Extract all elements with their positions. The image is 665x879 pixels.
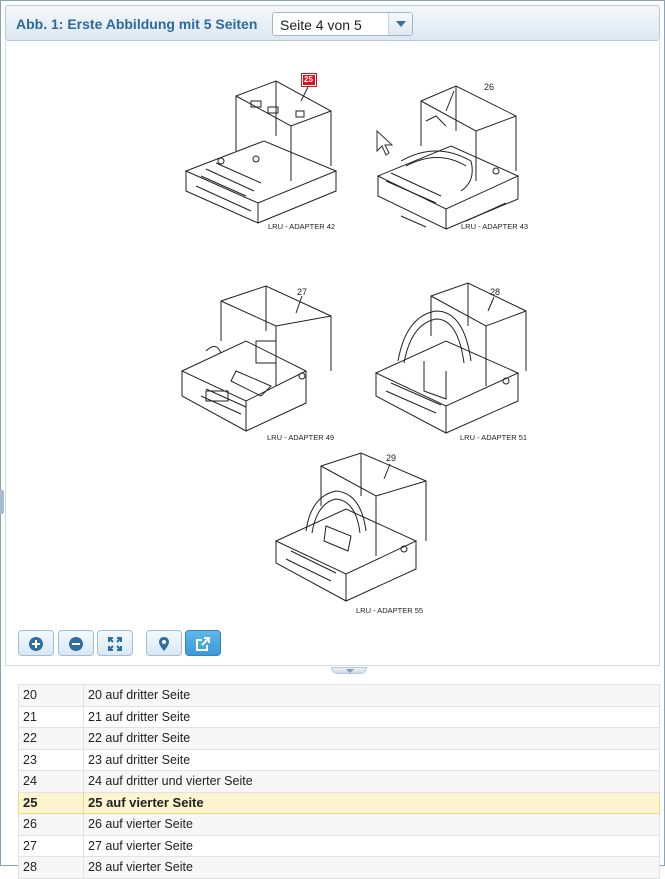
callout-leader-27 — [295, 295, 303, 314]
callout-leader-28 — [487, 296, 495, 312]
map-marker-icon — [159, 637, 169, 651]
external-link-icon — [196, 637, 210, 651]
drawing-adapter-42 — [184, 80, 338, 224]
caption-adapter-55: LRU - ADAPTER 55 — [356, 606, 424, 615]
callout-leader-29 — [383, 463, 391, 480]
pane-splitter[interactable] — [5, 666, 660, 676]
position-number-cell: 20 — [18, 684, 84, 707]
description-cell: 21 auf dritter Seite — [83, 705, 660, 728]
caption-adapter-43: LRU - ADAPTER 43 — [461, 222, 529, 231]
description-cell: 24 auf dritter und vierter Seite — [83, 770, 660, 793]
callout-26[interactable]: 26 — [484, 82, 495, 92]
position-number-cell: 28 — [18, 856, 84, 879]
position-number-cell: 23 — [18, 748, 84, 771]
hotspot-marker-label: 25 — [304, 75, 313, 84]
position-number-cell: 22 — [18, 727, 84, 750]
zoom-out-icon — [69, 637, 83, 651]
drawing-adapter-55 — [274, 452, 427, 602]
splitter-grip[interactable] — [331, 667, 367, 674]
callout-29[interactable]: 29 — [386, 453, 397, 463]
side-panel-handle[interactable] — [0, 490, 4, 514]
callout-leader-25 — [300, 86, 309, 102]
chevron-down-icon — [346, 669, 354, 673]
technical-drawing[interactable] — [6, 41, 661, 621]
chevron-down-icon — [396, 21, 406, 27]
open-external-button[interactable] — [185, 630, 221, 656]
fit-to-screen-icon — [108, 637, 122, 651]
position-number-cell: 24 — [18, 770, 84, 793]
mouse-cursor-icon — [376, 129, 394, 156]
show-marker-button[interactable] — [146, 630, 182, 656]
page-select-value: Seite 4 von 5 — [280, 17, 362, 33]
figure-title: Abb. 1: Erste Abbildung mit 5 Seiten — [16, 16, 258, 32]
page-select[interactable]: Seite 4 von 5 — [272, 12, 413, 36]
position-number-cell: 25 — [18, 791, 84, 814]
zoom-in-icon — [29, 637, 43, 651]
position-number-cell: 21 — [18, 705, 84, 728]
figure-viewer[interactable]: 25 26 27 28 29 LRU - ADAPTER 42 LRU - AD… — [5, 41, 660, 666]
description-cell: 22 auf dritter Seite — [83, 727, 660, 750]
drawing-adapter-43 — [376, 85, 520, 230]
page-select-dropdown-button[interactable] — [388, 13, 412, 35]
fit-to-screen-button[interactable] — [97, 630, 133, 656]
description-cell: 26 auf vierter Seite — [83, 813, 660, 836]
description-cell: 27 auf vierter Seite — [83, 834, 660, 857]
caption-adapter-42: LRU - ADAPTER 42 — [268, 222, 336, 231]
description-cell: 28 auf vierter Seite — [83, 856, 660, 879]
description-cell: 25 auf vierter Seite — [83, 791, 660, 814]
callout-leader-26 — [445, 90, 455, 112]
caption-adapter-51: LRU - ADAPTER 51 — [460, 433, 528, 442]
caption-adapter-49: LRU - ADAPTER 49 — [267, 433, 335, 442]
description-cell: 20 auf dritter Seite — [83, 684, 660, 707]
hotspot-marker-25[interactable]: 25 — [301, 73, 317, 87]
drawing-adapter-51 — [374, 282, 527, 434]
zoom-out-button[interactable] — [58, 630, 94, 656]
callout-28[interactable]: 28 — [490, 287, 501, 297]
description-cell: 23 auf dritter Seite — [83, 748, 660, 771]
zoom-in-button[interactable] — [18, 630, 54, 656]
position-number-cell: 26 — [18, 813, 84, 836]
callout-27[interactable]: 27 — [297, 287, 308, 297]
drawing-adapter-49 — [180, 285, 332, 432]
figure-header: Abb. 1: Erste Abbildung mit 5 Seiten Sei… — [5, 5, 660, 41]
position-number-cell: 27 — [18, 834, 84, 857]
